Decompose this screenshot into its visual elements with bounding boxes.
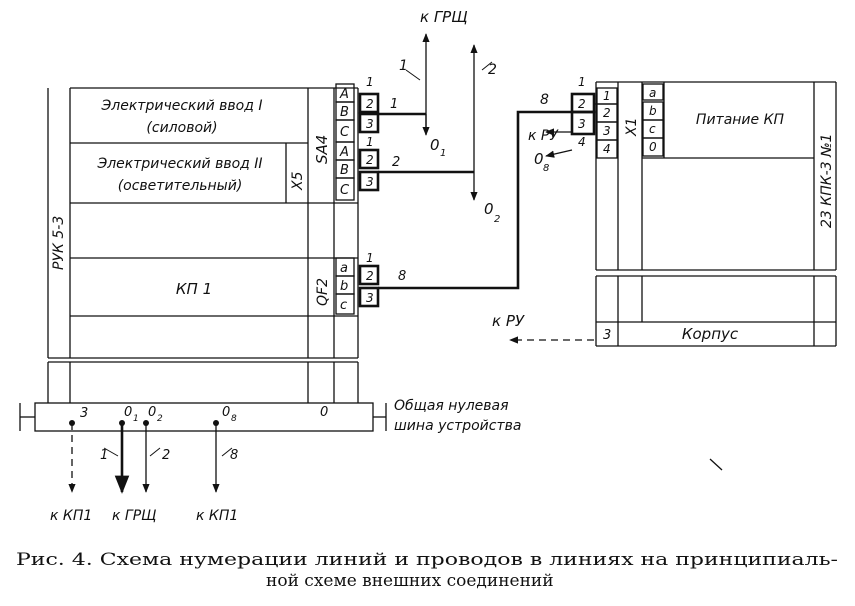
- bus-tap-o2-sub: 2: [157, 414, 163, 424]
- terminal-2a: [358, 148, 380, 170]
- label-to-ru-bottom: к РУ: [492, 312, 525, 330]
- bus-tap-3: 3: [80, 406, 88, 421]
- label-o2-sub: 2: [494, 214, 500, 225]
- right-terminal-2: [570, 110, 596, 136]
- wires: [68, 33, 723, 494]
- x1-letter-a: а: [649, 86, 656, 100]
- line-number-2: 2: [392, 155, 400, 170]
- bus-tap-o8: 0: [222, 405, 230, 420]
- terminal-2b: [358, 170, 380, 192]
- terminal-1-num2: 2: [366, 97, 374, 111]
- terminal-8-num2: 2: [366, 269, 374, 283]
- x5-label: Х5: [290, 171, 306, 191]
- bus-tap-o2: 0: [148, 405, 156, 420]
- label-o1: 0: [430, 136, 440, 154]
- side-number-2: 2: [578, 97, 586, 111]
- caption: Рис. 4. Схема нумерации линий и проводов…: [16, 550, 838, 591]
- side-number-3: 3: [578, 117, 586, 131]
- sa4-letter-b1: В: [340, 105, 349, 120]
- x1-label: Х1: [624, 118, 640, 138]
- input1-line2: (силовой): [146, 120, 217, 136]
- sa4-letter-c2: С: [340, 183, 350, 198]
- label-to-ru: к РУ: [528, 128, 559, 144]
- x1-letter-b: b: [649, 104, 657, 118]
- terminal-1-num1: 1: [366, 75, 374, 89]
- x1-letter-c: с: [649, 122, 656, 136]
- label-to-grsch-top: к ГРЩ: [420, 8, 468, 26]
- sa4-cell-c2: [335, 177, 355, 201]
- qf2-letter-b: b: [340, 279, 348, 294]
- terminal-2-num3: 3: [366, 175, 374, 189]
- terminal-1b: [358, 112, 380, 134]
- bus-drop-2: 2: [162, 448, 170, 463]
- label-o8-sub: 8: [543, 163, 549, 174]
- caption-line2: ной схеме внешних соединений: [266, 571, 554, 591]
- x1-letter-0: 0: [649, 140, 657, 154]
- right-block: [570, 81, 837, 347]
- label-o2: 0: [484, 200, 494, 218]
- arrow-o8: [545, 149, 573, 158]
- terminal-8-num1: 1: [366, 251, 374, 265]
- label-o8: 0: [534, 150, 544, 168]
- label-to-grsch-bottom: к ГРЩ: [112, 508, 156, 524]
- bus-label-line2: шина устройства: [394, 418, 521, 434]
- power-label: Питание КП: [696, 112, 785, 128]
- x1-terminal-3: 3: [603, 124, 611, 138]
- side-number-1: 1: [578, 75, 586, 89]
- label-wire-8: 8: [540, 92, 549, 108]
- bus-drop-1: 1: [100, 448, 108, 463]
- qf2-letter-c: с: [340, 298, 347, 313]
- qf2-label: QF2: [315, 278, 331, 306]
- qf2-letter-a: а: [340, 261, 348, 276]
- caption-line1: Рис. 4. Схема нумерации линий и проводов…: [16, 550, 838, 570]
- label-wire-2: 2: [488, 62, 497, 78]
- left-block-title: РУК 5-3: [51, 216, 67, 270]
- bus-label-line1: Общая нулевая: [394, 398, 509, 414]
- terminal-8b: [358, 286, 380, 308]
- sa4-label: SA4: [313, 135, 331, 164]
- line-number-1: 1: [390, 97, 398, 112]
- terminal-8a: [358, 264, 380, 286]
- label-wire-1: 1: [399, 58, 408, 74]
- bus-drop-8: 8: [230, 448, 238, 463]
- terminal-2-num1: 1: [366, 135, 374, 149]
- side-number-4: 4: [578, 135, 586, 149]
- terminal-1a: [358, 92, 380, 114]
- x1-terminal-4: 4: [603, 142, 611, 156]
- qf2-cell-c: [335, 293, 355, 315]
- input1-line1: Электрический ввод I: [101, 98, 263, 114]
- labels: к ГРЩ 1 2 0 1 0 2 8 к РУ 0 8 к РУ к КП1 …: [50, 8, 835, 524]
- input2-line1: Электрический ввод II: [96, 156, 262, 172]
- label-to-kp1-right: к КП1: [196, 508, 238, 524]
- case-terminal: 3: [603, 328, 611, 343]
- label-o1-sub: 1: [440, 148, 446, 159]
- x1-terminal-2: 2: [603, 106, 611, 120]
- input2-line2: (осветительный): [118, 178, 243, 194]
- case-label: Корпус: [682, 325, 739, 343]
- bus-tap-o1: 0: [124, 405, 132, 420]
- bus-tap-o1-sub: 1: [133, 414, 139, 424]
- sa4-letter-a1: А: [339, 87, 349, 102]
- kp1-label: КП 1: [176, 280, 212, 298]
- bus-tap-o8-sub: 8: [231, 414, 237, 424]
- sa4-letter-a2: А: [339, 145, 349, 160]
- line-number-8: 8: [398, 269, 406, 284]
- sa4-letter-b2: В: [340, 163, 349, 178]
- sa4-letter-c1: С: [340, 125, 350, 140]
- right-block-title: 23 КПК-3 №1: [819, 133, 835, 228]
- terminal-8-num3: 3: [366, 291, 374, 305]
- terminal-1-num3: 3: [366, 117, 374, 131]
- wire-line-8: [378, 110, 572, 290]
- bus-tap-0: 0: [320, 405, 328, 420]
- x1-terminal-1: 1: [603, 89, 611, 103]
- label-to-kp1-left: к КП1: [50, 508, 92, 524]
- left-block: [19, 83, 387, 432]
- terminal-2-num2: 2: [366, 153, 374, 167]
